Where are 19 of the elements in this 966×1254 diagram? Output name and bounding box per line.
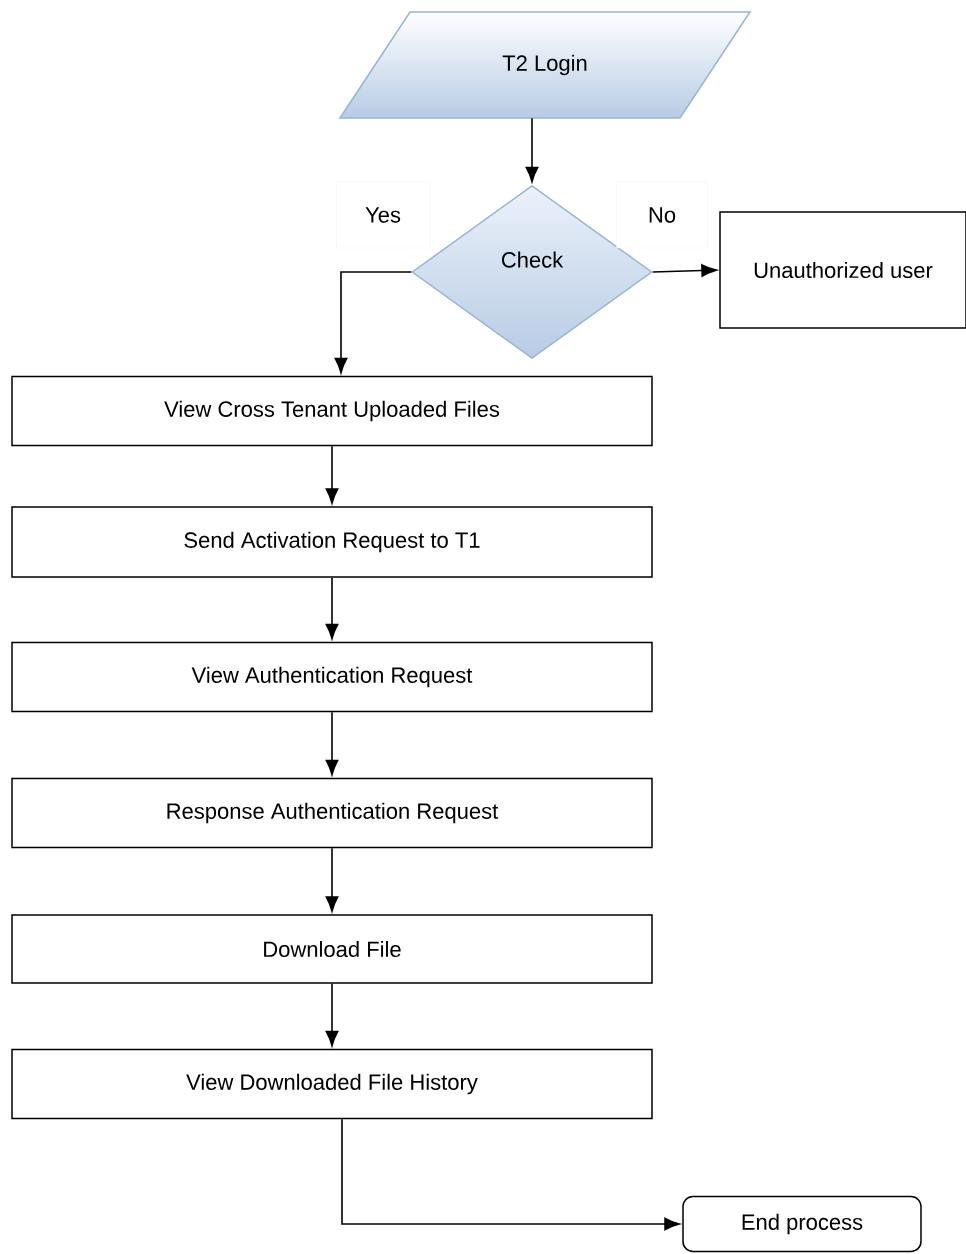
arrow	[325, 445, 339, 504]
arrow	[334, 271, 413, 374]
arrow	[341, 1118, 680, 1231]
process-box: View Cross Tenant Uploaded Files	[11, 375, 653, 447]
arrow	[525, 117, 539, 183]
process-box: Send Activation Request to T1	[11, 506, 653, 578]
arrow	[325, 982, 339, 1047]
process-box: Unauthorized user	[719, 211, 966, 329]
edge-label: No	[616, 181, 708, 249]
process-box: Response Authentication Request	[11, 777, 653, 849]
terminal-box: End process	[682, 1195, 922, 1253]
edge-label: Yes	[336, 181, 430, 249]
arrow	[651, 264, 717, 277]
process-box: Download File	[11, 914, 653, 984]
arrow	[325, 576, 339, 640]
process-box: View Authentication Request	[11, 641, 653, 713]
process-box: View Downloaded File History	[11, 1048, 653, 1120]
arrow	[325, 711, 339, 776]
arrow	[325, 847, 339, 912]
